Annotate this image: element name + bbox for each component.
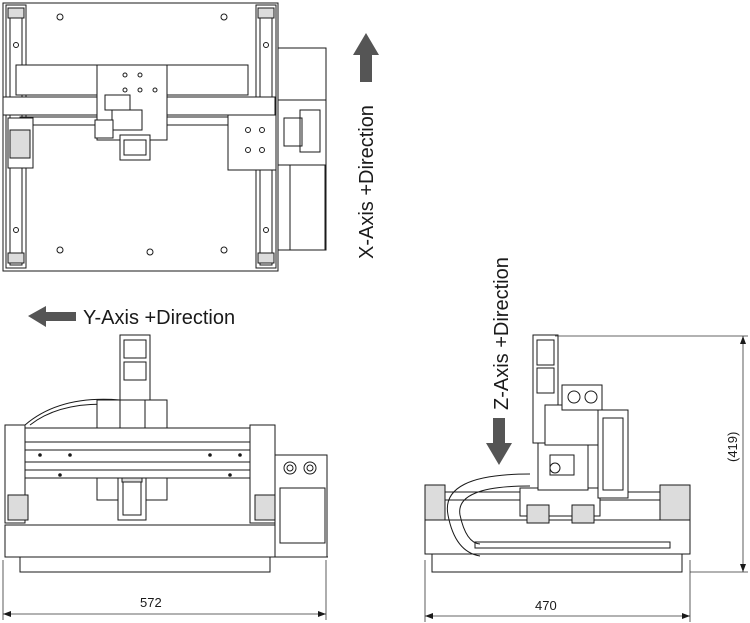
front-width-dimension — [2, 560, 327, 620]
front-width-label: 572 — [140, 595, 162, 610]
front-view — [4, 334, 328, 573]
x-axis-arrow-icon — [353, 33, 379, 82]
z-axis-arrow-icon — [486, 418, 512, 465]
y-axis-arrow-icon — [28, 306, 76, 327]
side-height-label: (419) — [725, 432, 740, 462]
side-view — [424, 334, 691, 573]
x-axis-label: X-Axis +Direction — [356, 105, 378, 259]
z-axis-label: Z-Axis +Direction — [491, 257, 513, 410]
side-height-dimension — [555, 335, 748, 573]
side-width-label: 470 — [535, 598, 557, 613]
y-axis-label: Y-Axis +Direction — [83, 307, 235, 329]
side-width-dimension — [424, 560, 691, 622]
top-view — [2, 2, 327, 272]
